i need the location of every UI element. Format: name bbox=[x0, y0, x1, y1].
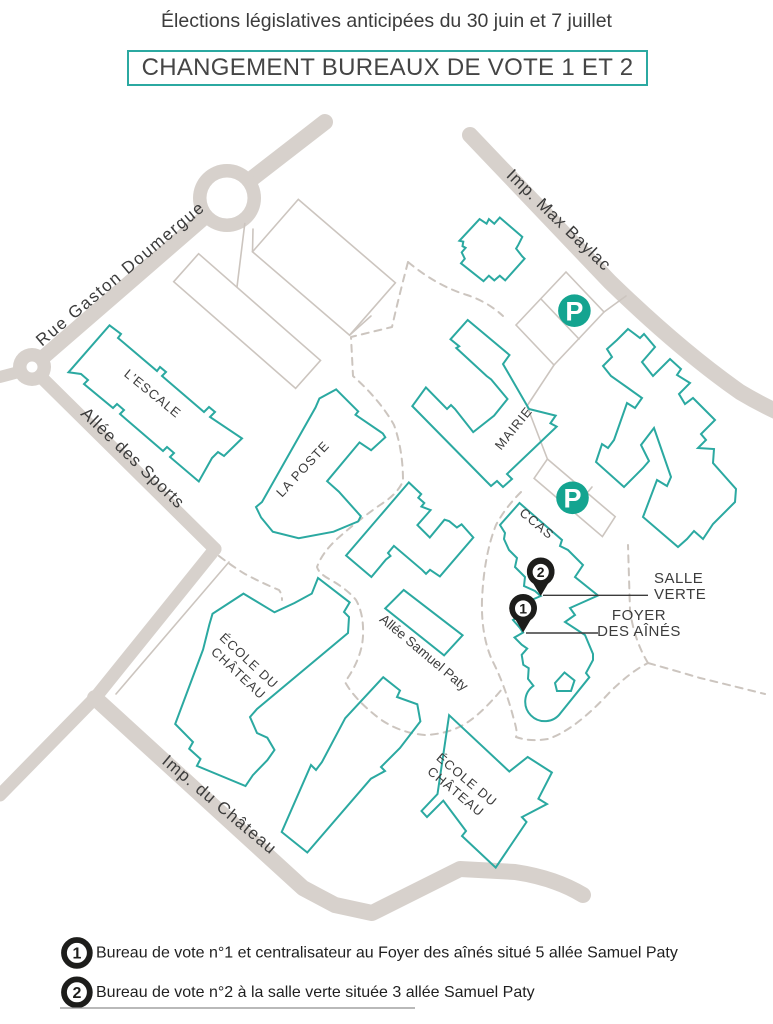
svg-text:Rue Gaston Doumergue: Rue Gaston Doumergue bbox=[32, 198, 208, 350]
svg-text:SALLE: SALLE bbox=[654, 570, 703, 587]
svg-text:Bureau de vote n°1 et centrali: Bureau de vote n°1 et centralisateur au … bbox=[96, 945, 678, 962]
svg-text:Allée Samuel Paty: Allée Samuel Paty bbox=[377, 611, 471, 694]
svg-text:L’ESCALE: L’ESCALE bbox=[121, 366, 184, 421]
svg-text:1: 1 bbox=[519, 601, 527, 617]
svg-text:Imp. Max Baylac: Imp. Max Baylac bbox=[503, 165, 615, 274]
svg-text:FOYER: FOYER bbox=[612, 607, 666, 624]
svg-text:LA POSTE: LA POSTE bbox=[273, 438, 332, 500]
svg-text:Imp. du Château: Imp. du Château bbox=[158, 751, 280, 858]
svg-text:2: 2 bbox=[537, 564, 545, 580]
svg-text:P: P bbox=[565, 296, 583, 326]
svg-text:1: 1 bbox=[72, 946, 81, 963]
svg-text:VERTE: VERTE bbox=[654, 586, 706, 603]
svg-text:Bureau de vote n°2 à la salle: Bureau de vote n°2 à la salle verte situ… bbox=[96, 984, 535, 1001]
svg-text:DES AÎNÉS: DES AÎNÉS bbox=[597, 623, 681, 640]
svg-text:CCAS: CCAS bbox=[517, 505, 557, 542]
svg-text:P: P bbox=[563, 484, 581, 514]
svg-text:2: 2 bbox=[72, 985, 81, 1002]
